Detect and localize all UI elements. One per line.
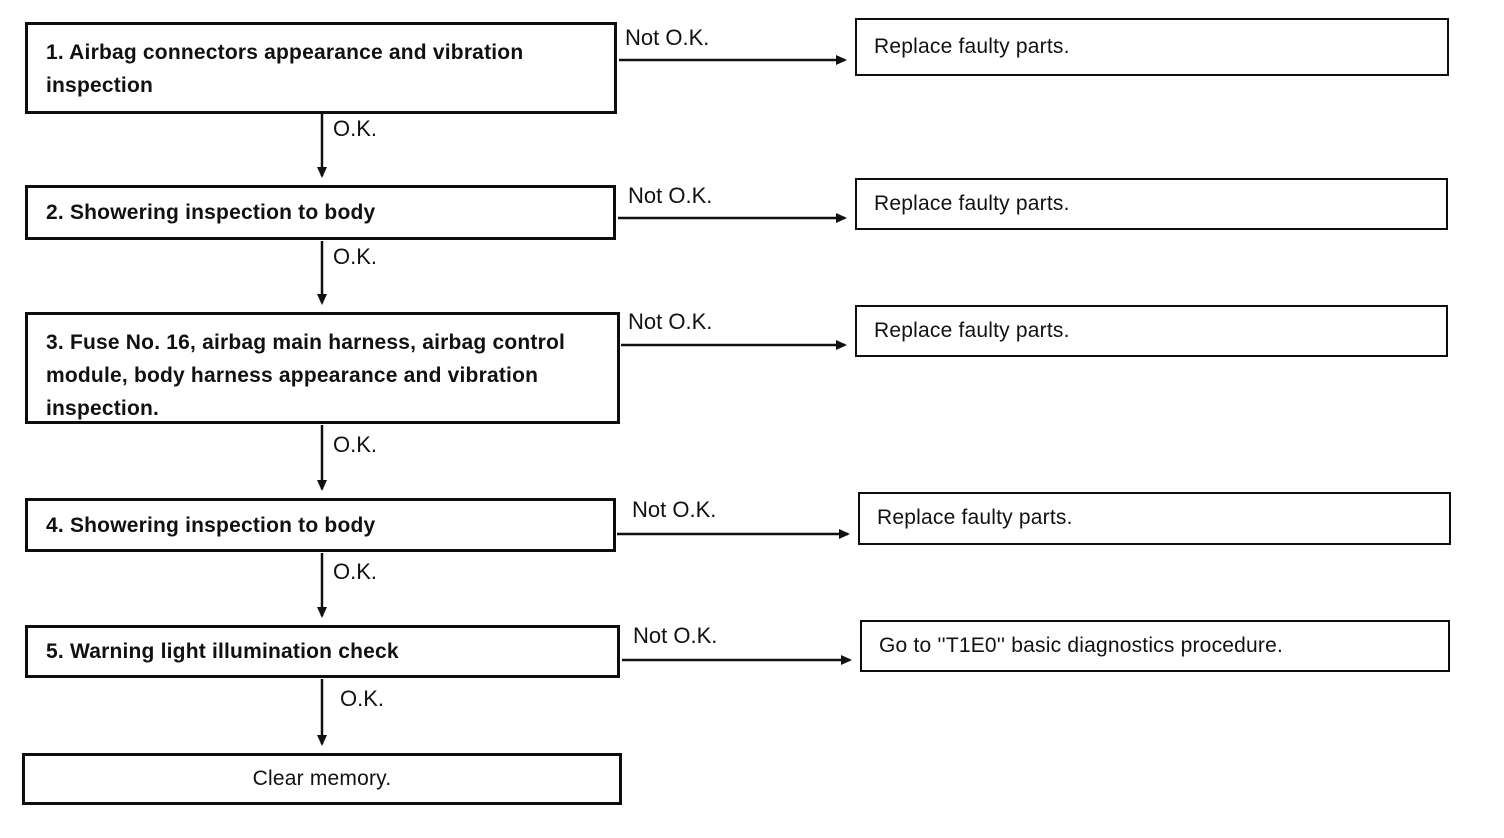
action-box-4: Replace faulty parts.	[858, 492, 1451, 545]
step-box-2: 2. Showering inspection to body	[25, 185, 616, 240]
not-ok-label-3: Not O.K.	[628, 309, 713, 334]
action-label: Replace faulty parts.	[874, 318, 1070, 342]
ok-label-4: O.K.	[333, 559, 378, 584]
step-label: 1. Airbag connectors appearance and vibr…	[46, 41, 524, 97]
step-label: 3. Fuse No. 16, airbag main harness, air…	[46, 331, 566, 420]
not-ok-label-1: Not O.K.	[625, 25, 710, 50]
final-step-label: Clear memory.	[252, 767, 392, 790]
action-box-5: Go to ''T1E0'' basic diagnostics procedu…	[860, 620, 1450, 672]
ok-label-5: O.K.	[340, 686, 385, 711]
step-label: 2. Showering inspection to body	[46, 201, 376, 224]
not-ok-label-4: Not O.K.	[632, 497, 717, 522]
action-label: Replace faulty parts.	[877, 506, 1073, 530]
action-box-3: Replace faulty parts.	[855, 305, 1448, 357]
step-label: 4. Showering inspection to body	[46, 513, 376, 537]
action-label: Go to ''T1E0'' basic diagnostics procedu…	[879, 633, 1284, 657]
ok-label-1: O.K.	[333, 116, 378, 141]
not-ok-label-2: Not O.K.	[628, 183, 713, 208]
action-box-1: Replace faulty parts.	[855, 18, 1449, 76]
action-box-2: Replace faulty parts.	[855, 178, 1448, 230]
action-label: Replace faulty parts.	[874, 191, 1070, 215]
action-label: Replace faulty parts.	[874, 34, 1070, 58]
step-label: 5. Warning light illumination check	[46, 640, 399, 663]
step-box-1: 1. Airbag connectors appearance and vibr…	[25, 22, 617, 114]
step-box-5: 5. Warning light illumination check	[25, 625, 620, 678]
step-box-4: 4. Showering inspection to body	[25, 498, 616, 552]
ok-label-3: O.K.	[333, 432, 378, 457]
final-step-box: Clear memory.	[22, 753, 622, 805]
step-box-3: 3. Fuse No. 16, airbag main harness, air…	[25, 312, 620, 424]
not-ok-label-5: Not O.K.	[633, 623, 718, 648]
ok-label-2: O.K.	[333, 244, 378, 269]
